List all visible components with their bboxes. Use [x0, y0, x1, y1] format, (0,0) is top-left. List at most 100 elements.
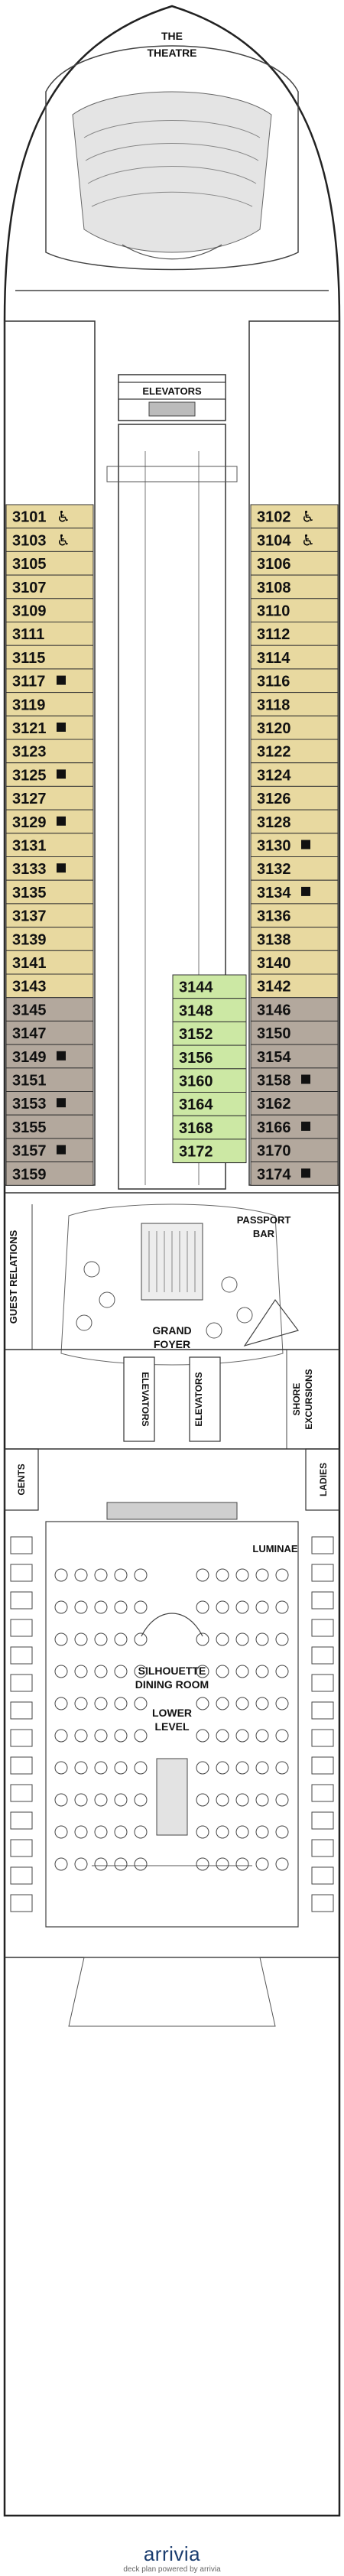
- grand-foyer-label-1: GRAND: [152, 1324, 191, 1337]
- cabin-cell[interactable]: [5, 645, 94, 670]
- cabin-number: 3119: [12, 697, 45, 713]
- cabin-cell[interactable]: [250, 504, 339, 529]
- cabin-cell[interactable]: [250, 973, 339, 999]
- cabin-cell[interactable]: [250, 528, 339, 552]
- cabin-cell[interactable]: [250, 1138, 339, 1163]
- cabin-cell[interactable]: [250, 715, 339, 740]
- cabin-cell[interactable]: [5, 1044, 94, 1069]
- cabin-cell[interactable]: [250, 551, 339, 576]
- cabin-cell[interactable]: [250, 856, 339, 881]
- dining-table: [255, 1600, 269, 1614]
- cabin-number: 3120: [257, 720, 291, 737]
- cabin-cell[interactable]: [5, 973, 94, 999]
- cabin-cell[interactable]: [5, 1091, 94, 1116]
- dining-label-4: LEVEL: [154, 1720, 190, 1733]
- cabin-cell[interactable]: [250, 574, 339, 599]
- cabin-cell[interactable]: [5, 1067, 94, 1093]
- cabin-cell[interactable]: [5, 504, 94, 529]
- cabin-cell[interactable]: [5, 668, 94, 694]
- cabin-cell[interactable]: [5, 762, 94, 787]
- cabin-cell[interactable]: [172, 1139, 247, 1164]
- connecting-icon: [301, 1074, 310, 1084]
- cabin-cell[interactable]: [5, 598, 94, 622]
- dining-table: [196, 1825, 209, 1839]
- cabin-cell[interactable]: [250, 1091, 339, 1116]
- cabin-number: 3148: [179, 1002, 213, 1019]
- cabin-cell[interactable]: [5, 715, 94, 740]
- dining-table: [216, 1857, 229, 1871]
- cabin-cell[interactable]: [5, 1138, 94, 1163]
- dining-table: [275, 1697, 289, 1710]
- cabin-cell[interactable]: [250, 598, 339, 622]
- cabin-cell[interactable]: [5, 856, 94, 881]
- cabin-cell[interactable]: [250, 785, 339, 810]
- cabin-cell[interactable]: [250, 1161, 339, 1186]
- cabin-cell[interactable]: [5, 692, 94, 716]
- dining-table: [54, 1600, 68, 1614]
- connecting-icon: [57, 675, 66, 685]
- cabin-cell[interactable]: [250, 622, 339, 646]
- cabin-cell[interactable]: [5, 1114, 94, 1139]
- cabin-cell[interactable]: [5, 903, 94, 928]
- connecting-icon: [301, 1168, 310, 1178]
- cabin-cell[interactable]: [5, 622, 94, 646]
- cabin-cell[interactable]: [5, 997, 94, 1022]
- cabin-cell[interactable]: [5, 950, 94, 975]
- dining-table: [54, 1857, 68, 1871]
- cabin-cell[interactable]: [250, 668, 339, 694]
- dining-table: [275, 1793, 289, 1807]
- cabin-cell[interactable]: [250, 950, 339, 975]
- cabin-cell[interactable]: [5, 833, 94, 858]
- cabin-cell[interactable]: [250, 997, 339, 1022]
- theatre-label-2: THEATRE: [147, 47, 196, 59]
- elevators-top-area: ELEVATORS: [118, 374, 226, 421]
- cabin-cell[interactable]: [172, 1044, 247, 1070]
- cabin-cell[interactable]: [250, 762, 339, 787]
- cabin-number: 3153: [12, 1096, 47, 1113]
- cabin-number: 3145: [12, 1002, 47, 1018]
- booth-table: [10, 1866, 33, 1885]
- cabin-cell[interactable]: [5, 1161, 94, 1186]
- cabin-number: 3136: [257, 908, 291, 925]
- dining-table: [255, 1665, 269, 1678]
- cabin-number: 3122: [257, 744, 291, 761]
- dining-table: [94, 1793, 108, 1807]
- cabin-cell[interactable]: [250, 1044, 339, 1069]
- connecting-icon: [301, 840, 310, 849]
- cabin-cell[interactable]: [5, 809, 94, 834]
- cabin-cell[interactable]: [172, 998, 247, 1022]
- cabin-cell[interactable]: [250, 1020, 339, 1045]
- dining-table: [94, 1761, 108, 1775]
- cabin-cell[interactable]: [250, 1114, 339, 1139]
- cabin-number: 3124: [257, 767, 291, 784]
- cabin-cell[interactable]: [5, 879, 94, 905]
- cabin-cell[interactable]: [250, 692, 339, 716]
- cabin-cell[interactable]: [250, 903, 339, 928]
- dining-table: [196, 1665, 209, 1678]
- booth-table: [311, 1591, 334, 1610]
- cabin-number: 3170: [257, 1143, 291, 1160]
- cabin-cell[interactable]: [250, 1067, 339, 1093]
- cabin-cell[interactable]: [172, 1115, 247, 1140]
- dining-room-area: LUMINAE SILHOUETTE DINING ROOM LOWER LEV…: [45, 1502, 299, 1928]
- cabin-cell[interactable]: [250, 927, 339, 951]
- cabin-cell[interactable]: [5, 785, 94, 810]
- dining-table: [94, 1729, 108, 1743]
- cabin-number: 3162: [257, 1096, 291, 1113]
- cabin-cell[interactable]: [5, 927, 94, 951]
- cabin-number: 3106: [257, 556, 291, 573]
- dining-table: [196, 1600, 209, 1614]
- dining-table: [235, 1825, 249, 1839]
- passport-bar-label-1: PASSPORT: [237, 1214, 291, 1226]
- cabin-cell[interactable]: [250, 833, 339, 858]
- cabin-cell[interactable]: [250, 645, 339, 670]
- dining-table: [134, 1825, 148, 1839]
- cabin-cell[interactable]: [250, 809, 339, 834]
- cabin-cell[interactable]: [5, 528, 94, 552]
- cabin-cell[interactable]: [5, 739, 94, 764]
- cabin-cell[interactable]: [250, 879, 339, 905]
- footer-credit: deck plan powered by arrivia: [123, 2565, 221, 2574]
- cabin-number: 3164: [179, 1096, 213, 1113]
- cabin-cell[interactable]: [5, 574, 94, 599]
- dining-table: [235, 1665, 249, 1678]
